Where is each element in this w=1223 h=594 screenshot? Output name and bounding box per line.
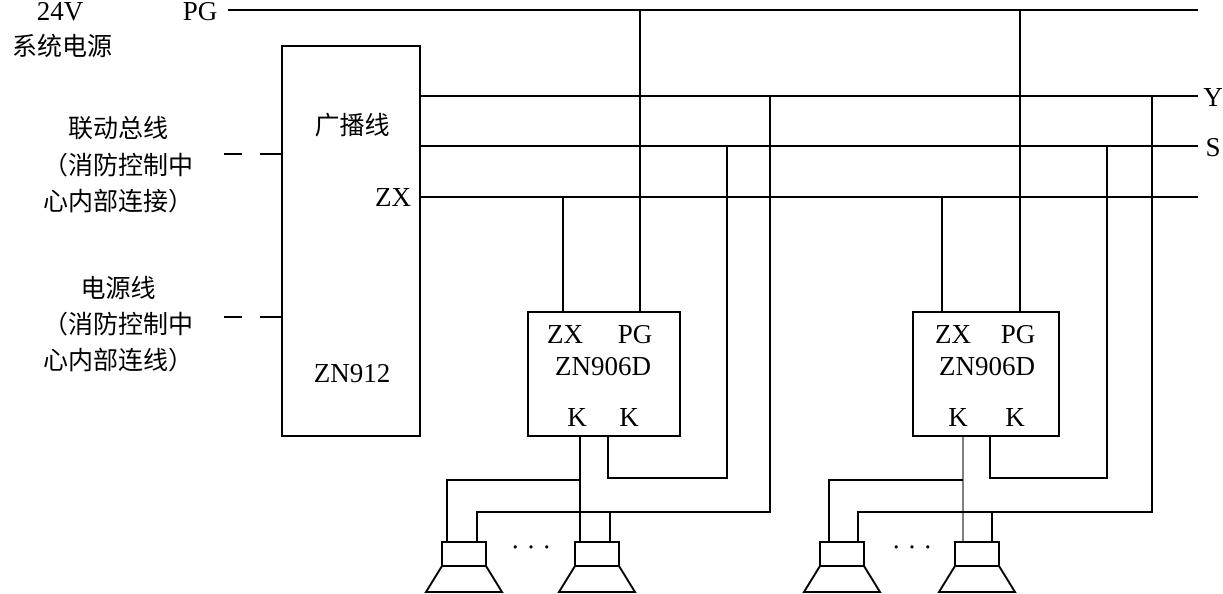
module1-k2-to-s [607, 146, 728, 479]
module1-k1-pin: K [567, 402, 587, 432]
speaker-icon [937, 541, 1017, 593]
module1-k2-pin: K [619, 402, 639, 432]
linkage-bus-note-line3: 心内部连接） [43, 187, 193, 216]
speaker-icon [424, 541, 504, 593]
y-bus-label: Y [1203, 82, 1223, 112]
power-voltage-label: 24V [37, 0, 84, 26]
module2-model: ZN906D [939, 351, 1035, 381]
module2-k2-to-s [989, 146, 1108, 479]
speaker-icon [802, 541, 882, 593]
linkage-bus-note-line2: （消防控制中 [43, 151, 193, 180]
power-line-note-line3: 心内部连线） [43, 346, 193, 375]
module2-y-return [857, 96, 1153, 542]
power-line-note-line2: （消防控制中 [43, 310, 193, 339]
speaker-ellipsis: · · · [892, 532, 932, 562]
pg-bus-label: PG [183, 0, 218, 26]
speaker-icon [557, 541, 637, 593]
module1-model: ZN906D [555, 351, 651, 381]
module1-speaker1-a [446, 479, 580, 542]
module2-k1-pin: K [948, 402, 968, 432]
linkage-bus-note-line1: 联动总线 [68, 114, 168, 143]
controller-box [281, 45, 421, 437]
broadcast-line-label: 广播线 [314, 111, 389, 140]
speaker-ellipsis: · · · [511, 532, 551, 562]
controller-zx-label: ZX [375, 182, 411, 212]
module2-zx-pin: ZX [935, 319, 971, 349]
module2-speaker1-a [828, 479, 963, 542]
controller-model: ZN912 [314, 358, 391, 388]
module2-k2-pin: K [1005, 402, 1025, 432]
module2-box [912, 311, 1060, 437]
module1-pg-pin: PG [618, 319, 653, 349]
module1-y-return [476, 96, 771, 542]
s-bus-label: S [1205, 132, 1220, 162]
module2-pg-pin: PG [1001, 319, 1036, 349]
power-line-note-line1: 电源线 [80, 274, 155, 303]
module1-box [527, 311, 681, 437]
module1-zx-pin: ZX [547, 319, 583, 349]
power-system-title: 系统电源 [12, 32, 112, 61]
